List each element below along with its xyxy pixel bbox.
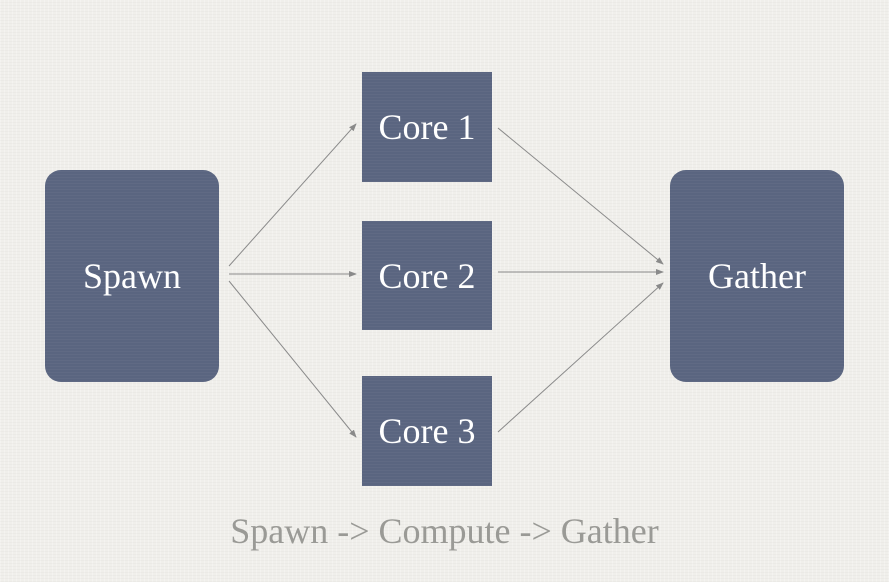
core3-label: Core 3 (378, 411, 476, 451)
core3-node: Core 3 (362, 376, 492, 486)
core2-node: Core 2 (362, 221, 492, 330)
arrow-spawn-to-core1 (228, 123, 357, 267)
arrow-spawn-to-core3 (228, 280, 357, 438)
arrow-core1-to-gather (497, 127, 664, 265)
core2-label: Core 2 (378, 255, 476, 296)
gather-node: Gather (670, 170, 844, 382)
diagram-caption: Spawn -> Compute -> Gather (230, 511, 659, 551)
gather-label: Gather (708, 256, 806, 296)
core1-label: Core 1 (378, 107, 476, 147)
spawn-node: Spawn (45, 170, 219, 382)
spawn-label: Spawn (83, 256, 181, 296)
core1-node: Core 1 (362, 72, 492, 182)
arrow-core3-to-gather (497, 282, 664, 433)
